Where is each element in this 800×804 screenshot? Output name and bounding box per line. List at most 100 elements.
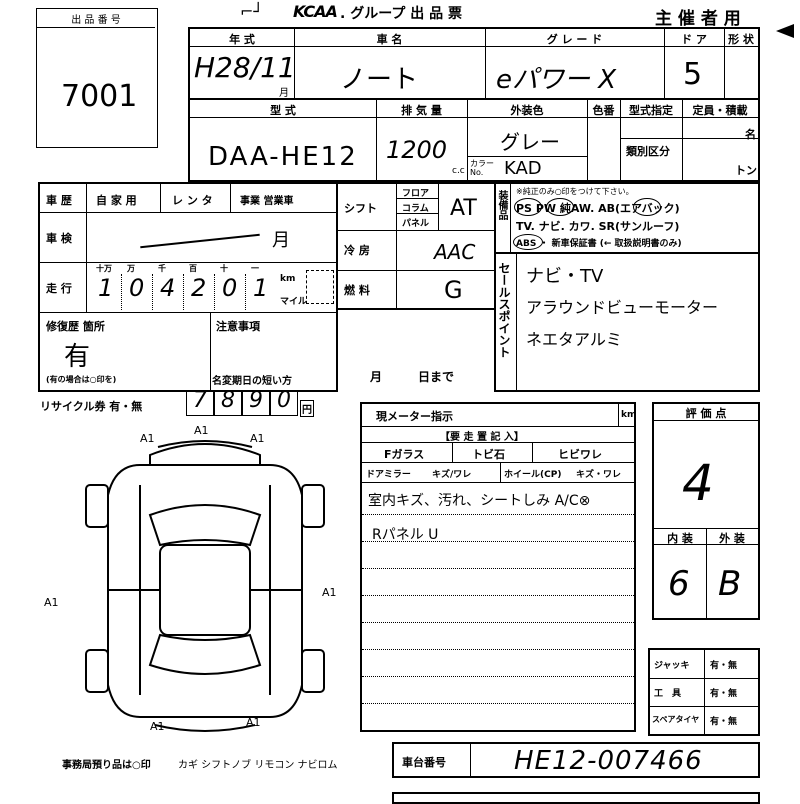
history-label: 車 歴 xyxy=(46,194,72,207)
interior-value: 6 xyxy=(668,564,690,604)
recycle-cell-3 xyxy=(270,390,298,416)
note-rule-line xyxy=(362,568,634,569)
cc-unit: c.c xyxy=(452,166,465,176)
handwritten-note-2: Rパネル U xyxy=(372,527,439,543)
sales-point-1: ナビ・TV xyxy=(526,266,604,287)
recycle-digit-1: 8 xyxy=(221,388,235,413)
mileage-digit-3: 2 xyxy=(191,274,207,302)
mileage-unit-5: 一 xyxy=(251,264,259,273)
ext-color-value: グレー xyxy=(500,130,560,154)
equipment-note: ※純正のみ○印をつけて下さい。 xyxy=(516,187,634,196)
note-rule-line xyxy=(362,514,634,515)
shape-label: 形 状 xyxy=(728,33,754,46)
handwritten-note-1: 室内キズ、汚れ、シートしみ A/C⊗ xyxy=(368,493,591,509)
recycle-label: リサイクル券 有・無 xyxy=(40,400,143,413)
organizer-use: 主 催 者 用 xyxy=(655,9,741,29)
door-mirror-kizu: キズ/ワレ xyxy=(432,470,472,480)
mileage-label: 走 行 xyxy=(46,282,72,295)
ac-label: 冷 房 xyxy=(344,244,370,257)
tool-value: 有・無 xyxy=(710,689,738,699)
name-label: 車 名 xyxy=(376,33,403,46)
business-use: 事業 営業車 xyxy=(240,196,294,207)
shift-panel: パネル xyxy=(402,219,430,229)
jack-value: 有・無 xyxy=(710,661,738,671)
equipment-box: 装備品 ※純正のみ○印をつけて下さい。 PS PW 純AW. AB(エアバック)… xyxy=(494,182,760,254)
mileage-digit-0: 1 xyxy=(98,274,114,302)
equipment-line2: TV. ナビ. カワ. SR(サンルーフ) xyxy=(516,220,680,233)
vehicle-info-row1: 年 式 車 名 グ レ ー ド ド ア 形 状 H28/11 月 ノート eパワ… xyxy=(188,27,760,100)
inspection-strike-line xyxy=(140,233,260,249)
capacity-label: 定員・積載 xyxy=(692,104,748,117)
score-label: 評 価 点 xyxy=(685,407,727,420)
year-value: H28/11 xyxy=(194,51,296,84)
shift-box: シフト フロア コラム パネル AT 冷 房 AAC 燃 料 G xyxy=(336,182,496,310)
shift-label: シフト xyxy=(344,202,377,215)
model-label: 型 式 xyxy=(270,104,296,117)
damage-mark-front-left: A1 xyxy=(140,432,155,445)
displacement-value: 1200 xyxy=(386,136,448,164)
notes-label: 注意事項 xyxy=(216,320,260,333)
note-rule-line xyxy=(362,676,634,677)
doors-label: ド ア xyxy=(681,33,707,46)
damage-mark-front-right: A1 xyxy=(250,432,265,445)
tobi-ishi-label: トビ石 xyxy=(472,448,505,461)
mile-unit: マイル xyxy=(280,297,308,307)
shift-column: コラム xyxy=(402,204,429,214)
note-rule-line xyxy=(362,703,634,704)
recycle-digit-2: 9 xyxy=(249,388,263,413)
damage-mark-rear-left: A1 xyxy=(150,720,165,733)
meter-km: km xyxy=(621,410,637,420)
repair-note: (有の場合は○印を) xyxy=(46,375,117,384)
recycle-cell-2 xyxy=(242,390,270,416)
bottom-strip xyxy=(392,792,760,804)
name-change-month: 月 xyxy=(370,370,383,384)
equipment-line3: ABS ・ 新車保証書 (← 取扱説明書のみ) xyxy=(516,239,682,249)
meter-box: 現メーター指示 km 【要 走 置 記 入】 Fガラス トビ石 ヒビワレ ドアミ… xyxy=(360,402,636,732)
damage-mark-left-side: A1 xyxy=(44,596,59,609)
ext-color-label: 外装色 xyxy=(510,104,544,117)
grade-label: グ レ ー ド xyxy=(546,33,603,46)
mileage-unit-4: 十 xyxy=(220,264,228,273)
lot-number-box: 出 品 番 号 7001 xyxy=(36,8,158,148)
damage-mark-front-top: A1 xyxy=(194,424,209,437)
car-name-value: ノート xyxy=(340,65,419,95)
persons-unit: 名 xyxy=(745,128,756,141)
inspection-month: 月 xyxy=(272,230,290,251)
score-box: 評 価 点 4 内 装 外 装 6 B xyxy=(652,402,760,620)
sales-box: セールスポイント ナビ・TV アラウンドビューモーター ネエタアルミ xyxy=(494,252,760,392)
pw-circle xyxy=(546,198,574,216)
jack-label: ジャッキ xyxy=(654,661,690,671)
type-cert-label: 型式指定 xyxy=(629,104,673,117)
meter-label: 現メーター指示 xyxy=(376,410,453,423)
mileage-digit-2: 4 xyxy=(160,274,176,302)
sales-label: セールスポイント xyxy=(497,262,511,358)
interior-label: 内 装 xyxy=(667,532,693,545)
notice-header: 【要 走 置 記 入】 xyxy=(440,432,524,443)
sales-point-3: ネエタアルミ xyxy=(526,330,622,349)
note-rule-line xyxy=(362,649,634,650)
inspection-label: 車 検 xyxy=(46,232,72,245)
mileage-digit-4: 0 xyxy=(222,274,238,302)
damage-mark-right-side: A1 xyxy=(322,586,337,599)
equipment-label: 装備品 xyxy=(496,190,507,220)
recycle-cell-1 xyxy=(214,390,242,416)
grade-value: eパワー X xyxy=(496,65,617,95)
mileage-unit-3: 百 xyxy=(189,264,197,273)
tons-unit: トン xyxy=(735,164,757,177)
doors-value: 5 xyxy=(683,57,703,92)
model-value: DAA-HE12 xyxy=(208,142,358,172)
repair-value: 有 xyxy=(64,342,91,372)
wheel-label: ホイール(CP) xyxy=(504,470,562,480)
notes-extension: 名変期日の短い方 月 日まで xyxy=(204,310,494,392)
mileage-unit-0: 十万 xyxy=(96,264,112,273)
form-title: . グループ 出 品 票 xyxy=(340,6,462,22)
tools-box: ジャッキ 有・無 工 具 有・無 スペアタイヤ 有・無 xyxy=(648,648,760,736)
tool-label: 工 具 xyxy=(654,689,682,699)
corner-arrow-icon xyxy=(776,24,794,38)
exterior-value: B xyxy=(718,564,742,604)
year-label: 年 式 xyxy=(229,33,255,46)
hibiware-label: ヒビワレ xyxy=(558,448,602,461)
fuel-value: G xyxy=(444,276,463,304)
name-change-label: 名変期日の短い方 xyxy=(212,376,292,387)
lot-number-label: 出 品 番 号 xyxy=(71,15,121,26)
